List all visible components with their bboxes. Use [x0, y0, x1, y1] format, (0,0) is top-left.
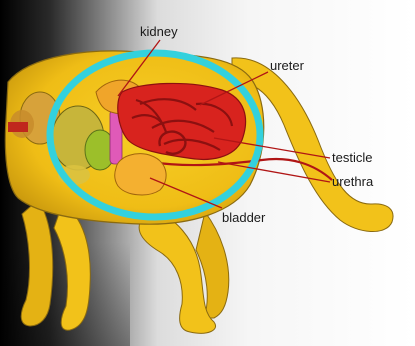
ureter-label: ureter: [270, 58, 305, 73]
bladder-label: bladder: [222, 210, 266, 225]
testicle-label: testicle: [332, 150, 372, 165]
bladder-organ: [115, 154, 166, 195]
kidney-label: kidney: [140, 24, 178, 39]
vessel-organ: [8, 122, 28, 132]
urethra-label: urethra: [332, 174, 374, 189]
